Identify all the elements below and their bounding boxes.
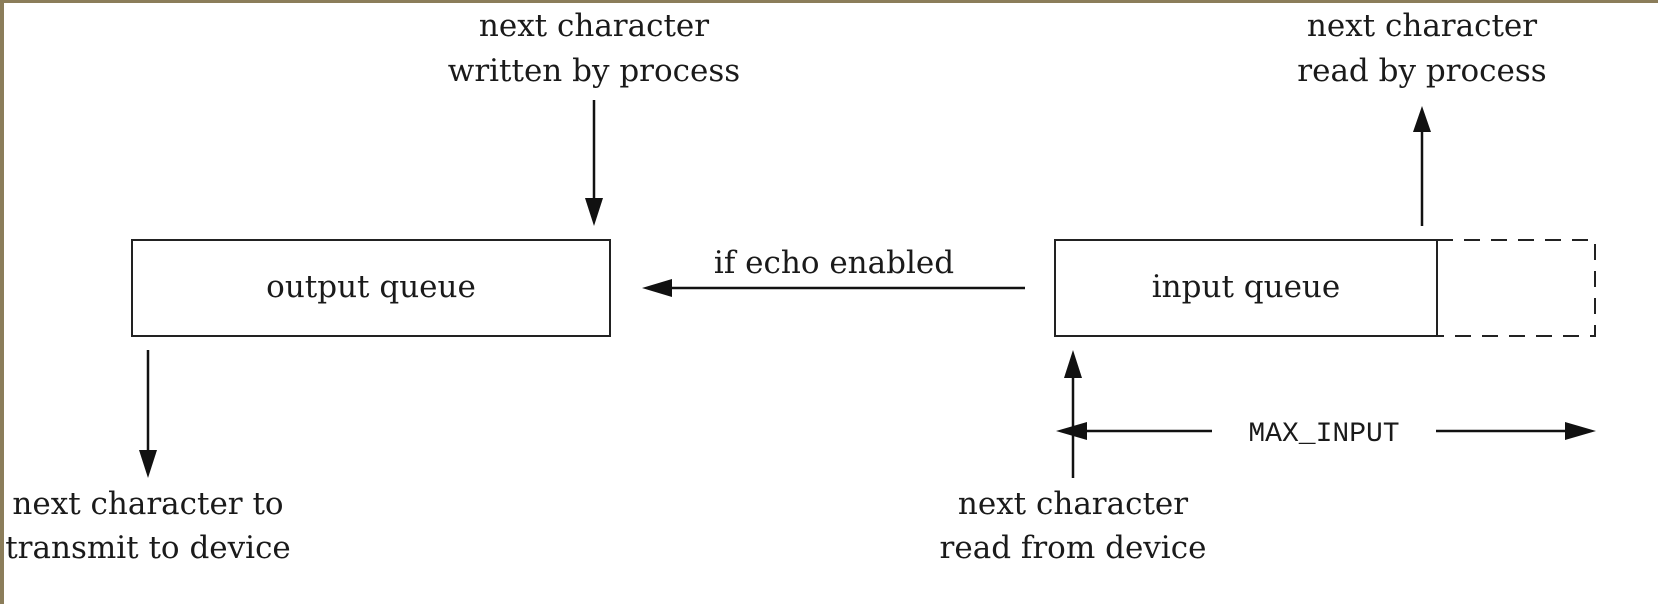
echo-arrowhead [642, 279, 672, 297]
device-read-arrowhead [1064, 350, 1082, 378]
written-by-process-line1: next character [479, 8, 709, 44]
transmit-label-line2: transmit to device [5, 530, 291, 566]
device-read-label-line1: next character [958, 486, 1188, 522]
max-input-right-arrowhead [1565, 422, 1596, 440]
write-arrowhead [585, 198, 603, 226]
read-by-process-line1: next character [1307, 8, 1537, 44]
transmit-arrowhead [139, 450, 157, 478]
read-arrowhead [1413, 106, 1431, 132]
transmit-label-line1: next character to [12, 486, 283, 522]
output-queue-label: output queue [266, 269, 476, 305]
device-read-label-line2: read from device [940, 530, 1207, 566]
written-by-process-line2: written by process [448, 53, 740, 89]
max-input-label: MAX_INPUT [1248, 419, 1399, 450]
output-queue-box [131, 239, 611, 337]
input-queue-label: input queue [1152, 269, 1340, 305]
echo-label: if echo enabled [714, 245, 954, 281]
input-queue-extension [1437, 239, 1596, 337]
read-by-process-line2: read by process [1297, 53, 1546, 89]
input-queue-box [1054, 239, 1438, 337]
max-input-left-arrowhead [1056, 422, 1087, 440]
